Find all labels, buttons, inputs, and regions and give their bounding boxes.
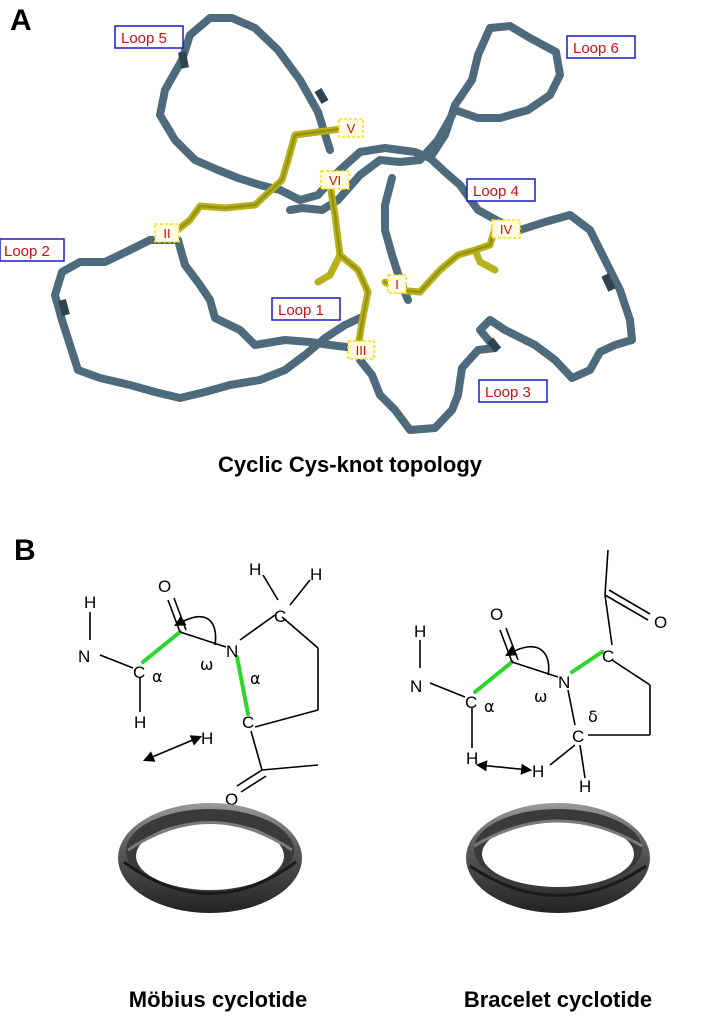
- svg-text:H: H: [579, 777, 591, 796]
- svg-text:C: C: [242, 713, 254, 732]
- bracelet-caption: Bracelet cyclotide: [464, 987, 652, 1012]
- loop-2-label: Loop 2: [0, 238, 65, 262]
- svg-text:H: H: [310, 565, 322, 584]
- svg-text:N: N: [558, 673, 570, 692]
- loop-4-label: Loop 4: [466, 178, 536, 202]
- svg-text:C: C: [274, 607, 286, 626]
- loop-6-label: Loop 6: [566, 35, 636, 59]
- svg-text:H: H: [532, 762, 544, 781]
- loop-1-label: Loop 1: [271, 297, 341, 321]
- svg-text:Loop 3: Loop 3: [485, 384, 531, 401]
- svg-text:H: H: [249, 560, 261, 579]
- svg-text:N: N: [226, 642, 238, 661]
- svg-text:N: N: [78, 647, 90, 666]
- cyclotide-backbone: [51, 14, 636, 434]
- cys-vi-label: VI: [320, 170, 350, 190]
- svg-text:α: α: [484, 697, 495, 716]
- svg-text:V: V: [347, 121, 356, 136]
- mobius-caption: Möbius cyclotide: [129, 987, 307, 1012]
- svg-text:H: H: [466, 749, 478, 768]
- svg-text:H: H: [134, 713, 146, 732]
- svg-text:H: H: [84, 593, 96, 612]
- svg-text:Loop 1: Loop 1: [278, 302, 324, 319]
- bracelet-ring-icon: [466, 803, 650, 913]
- svg-text:VI: VI: [329, 173, 341, 188]
- loop-labels: Loop 5 Loop 6 Loop 4 Loop 2 Loop 1 Loop …: [0, 25, 636, 403]
- loop-5-label: Loop 5: [114, 25, 184, 49]
- cys-iv-label: IV: [491, 219, 521, 239]
- svg-text:δ: δ: [588, 707, 598, 726]
- svg-text:Loop 5: Loop 5: [121, 30, 167, 47]
- mobius-structure: H N C α O N ω H H C α C H H O: [78, 560, 322, 809]
- svg-text:II: II: [163, 226, 170, 241]
- bracelet-structure: H N C α O N ω C O δ C H H H: [410, 549, 667, 796]
- svg-text:Loop 2: Loop 2: [4, 243, 50, 260]
- svg-text:H: H: [414, 622, 426, 641]
- cys-i-label: I: [387, 274, 407, 294]
- svg-text:ω: ω: [534, 687, 547, 706]
- svg-text:α: α: [250, 669, 261, 688]
- svg-text:I: I: [395, 277, 399, 292]
- cysteine-labels: V VI II IV I III: [154, 118, 521, 360]
- svg-text:N: N: [410, 677, 422, 696]
- cys-v-label: V: [338, 118, 364, 138]
- panel-a-caption: Cyclic Cys-knot topology: [218, 452, 483, 477]
- cys-ii-label: II: [154, 223, 180, 243]
- svg-text:α: α: [152, 667, 163, 686]
- svg-text:ω: ω: [200, 655, 213, 674]
- svg-text:O: O: [490, 605, 503, 624]
- cys-iii-label: III: [347, 340, 375, 360]
- loop-3-label: Loop 3: [478, 379, 548, 403]
- svg-text:Loop 6: Loop 6: [573, 40, 619, 57]
- svg-text:H: H: [201, 729, 213, 748]
- mobius-ring-icon: [118, 803, 302, 913]
- svg-text:C: C: [572, 727, 584, 746]
- panel-b-letter: B: [14, 534, 36, 567]
- svg-text:C: C: [133, 663, 145, 682]
- svg-text:O: O: [158, 577, 171, 596]
- svg-text:IV: IV: [500, 222, 513, 237]
- svg-text:III: III: [356, 343, 367, 358]
- svg-text:Loop 4: Loop 4: [473, 183, 519, 200]
- panel-a-letter: A: [10, 4, 32, 37]
- svg-text:O: O: [654, 613, 667, 632]
- svg-text:C: C: [602, 647, 614, 666]
- svg-text:C: C: [465, 693, 477, 712]
